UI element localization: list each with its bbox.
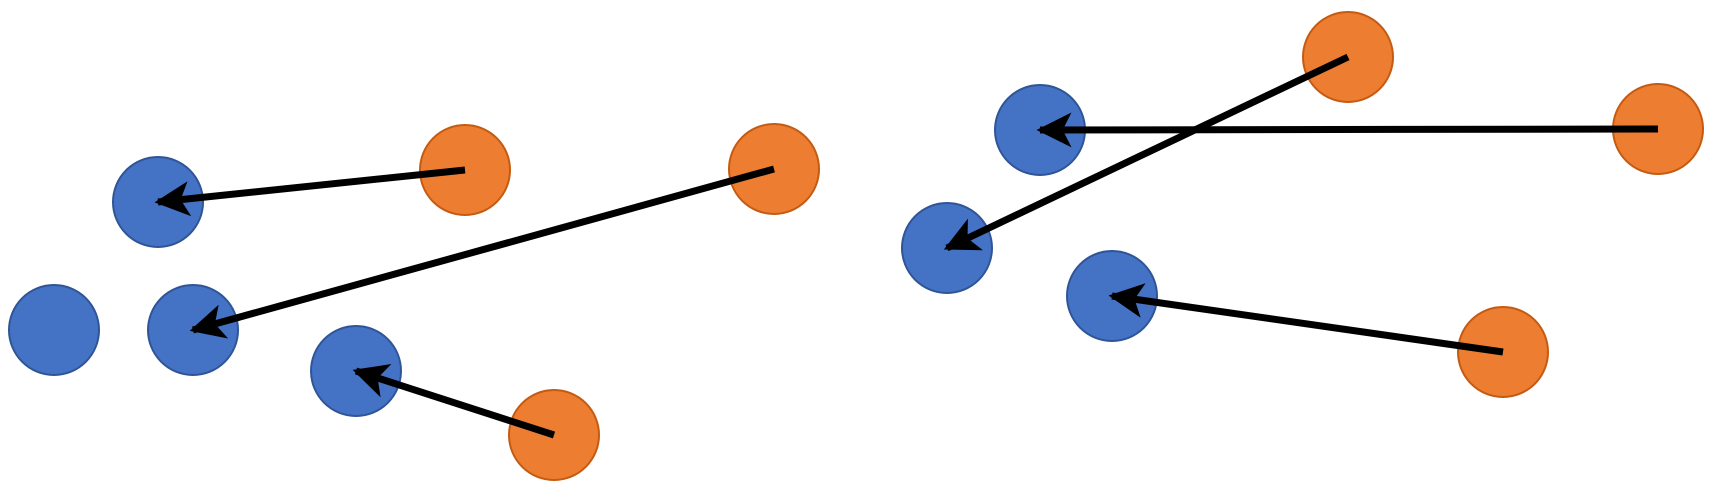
points-layer <box>8 11 1704 481</box>
right-panel-arrow-o6-to-b7 <box>1108 283 1504 356</box>
left-panel-arrow-o1-to-b1 <box>154 166 466 217</box>
right-panel-arrow-o4-to-b6 <box>943 53 1350 252</box>
left-panel-blue-point-b2 <box>8 284 100 376</box>
left-panel-arrow-o3-to-b4 <box>352 364 556 439</box>
arrows-layer <box>154 53 1659 439</box>
left-panel-arrow-o2-to-b3 <box>189 165 775 339</box>
right-panel-arrow-o5-to-b5 <box>1036 112 1659 148</box>
